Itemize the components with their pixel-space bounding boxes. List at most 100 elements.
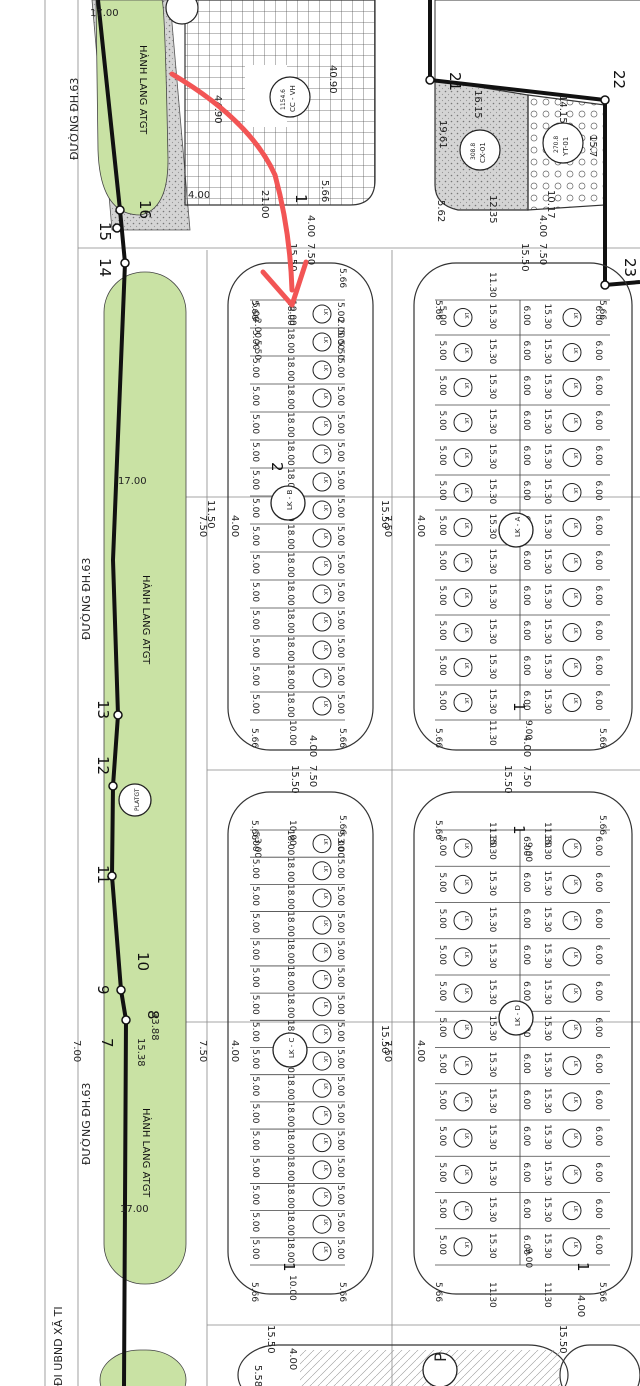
lka-wr-0: 6.00	[593, 306, 603, 326]
lka-lotr-0	[562, 308, 582, 327]
lkb-w-7: 5.00	[250, 498, 260, 518]
lka-lotr-8	[562, 588, 582, 607]
dim-2-00-b: 2.00	[335, 318, 345, 338]
dim-4-00-c: 4.00	[307, 735, 318, 757]
lkd-wr-2: 6.00	[593, 909, 603, 929]
lkc-w-6: 5.00	[250, 995, 260, 1015]
lka-lotl-7-code: LK	[463, 558, 469, 565]
lkb-w-4: 5.00	[250, 414, 260, 434]
lka-lotl-3	[453, 413, 473, 432]
lkd-lotl-10-code: LK	[463, 1206, 469, 1213]
lkb-wr-10: 5.00	[335, 582, 345, 602]
lka-lotr-2	[562, 378, 582, 397]
lkd-dr-6: 15.30	[542, 1052, 552, 1078]
lka-wl-6: 5.00	[437, 516, 447, 536]
lkb-w-12: 5.00	[250, 638, 260, 658]
lkd-dl-6: 15.30	[487, 1052, 497, 1078]
lka-wr-4: 6.00	[593, 446, 603, 466]
lkd-wm-10: 6.00	[521, 1199, 531, 1219]
lkc-d-4: 18.00	[285, 938, 295, 964]
lka-lotr-11-code: LK	[572, 698, 578, 705]
lka-dr-3: 15.30	[542, 409, 552, 435]
lkb-lot-1-code: LK	[322, 337, 328, 344]
corner-5-66-6: 5.66	[433, 728, 443, 748]
dim-14-15: 14.15	[557, 95, 568, 124]
lkb-d-4: 18.00	[285, 412, 295, 438]
lka-dr-9: 15.30	[542, 619, 552, 645]
lkd-dr-4: 15.30	[542, 979, 552, 1005]
lkb-w-3: 5.00	[250, 386, 260, 406]
lkd-lotr-8-code: LK	[572, 1133, 578, 1140]
lkd-wr-1: 6.00	[593, 872, 603, 892]
lkc-lot-1-code: LK	[322, 866, 328, 873]
dim-10-00-d: 10.00	[287, 1275, 297, 1301]
corner-5-66-7: 5.66	[597, 728, 607, 748]
lkb-lot-8	[312, 528, 332, 548]
lkc-wr-15: 5.00	[335, 1239, 345, 1259]
lkc-wr-10: 5.00	[335, 1103, 345, 1123]
dim-7-50-a: 7.50	[197, 515, 208, 537]
plot-yt-code: YT-01	[562, 137, 570, 157]
lkb-lot-0	[312, 304, 332, 324]
lka-dl-2: 15.30	[487, 374, 497, 400]
lka-lotl-10-code: LK	[463, 663, 469, 670]
dim-top-5-66: 5.66	[319, 180, 330, 202]
corner-5-66-1: 5.66	[337, 268, 347, 288]
lkb-lot-0-code: LK	[322, 309, 328, 316]
lkc-wr-2: 5.00	[335, 886, 345, 906]
lkc-wr-8: 5.00	[335, 1049, 345, 1069]
lkd-lotr-3	[562, 947, 582, 967]
corner-5-66-2: 5.66	[249, 728, 259, 748]
lkd-wl-10: 5.00	[437, 1199, 447, 1219]
lka-wm-1: 6.00	[521, 341, 531, 361]
lka-dr-2: 15.30	[542, 374, 552, 400]
point-11: 11	[94, 865, 112, 884]
lkd-dl-0: 15.30	[487, 834, 497, 860]
lka-lotl-1	[453, 343, 473, 362]
lka-lotr-7	[562, 553, 582, 572]
lkc-wr-4: 5.00	[335, 940, 345, 960]
lkd-wl-7: 5.00	[437, 1090, 447, 1110]
dim-11-30-e: 11.30	[487, 1282, 497, 1308]
lkd-lotl-2	[453, 911, 473, 931]
red-arrow-annotation	[169, 71, 309, 308]
lkb-lot-9	[312, 556, 332, 576]
lkd-wl-6: 5.00	[437, 1054, 447, 1074]
lka-wl-8: 5.00	[437, 586, 447, 606]
lka-lotl-5-code: LK	[463, 488, 469, 495]
lkd-dl-3: 15.30	[487, 943, 497, 969]
lka-lotl-0	[453, 308, 473, 327]
lkd-dl-4: 15.30	[487, 979, 497, 1005]
lkd-lotl-4	[453, 983, 473, 1003]
lkd-wl-0: 5.00	[437, 836, 447, 856]
lka-lotl-2	[453, 378, 473, 397]
lkd-dl-7: 15.30	[487, 1088, 497, 1114]
lka-wr-1: 6.00	[593, 341, 603, 361]
lkd-lotr-0-code: LK	[572, 843, 578, 850]
dim-16-15: 16.15	[472, 90, 483, 119]
plot-cx-yt	[434, 0, 640, 211]
lkc-d-14: 18.00	[285, 1210, 295, 1236]
dim-4-00-d: 4.00	[521, 735, 532, 757]
dim-9-00-b: 9.00	[523, 842, 533, 862]
lkd-lotr-9-code: LK	[572, 1169, 578, 1176]
lkd-lotr-9	[562, 1164, 582, 1184]
lkb-w-2: 5.00	[250, 358, 260, 378]
dim-7-50-b: 7.50	[382, 515, 393, 537]
lkc-w-3: 5.00	[250, 913, 260, 933]
lkd-lotr-4-code: LK	[572, 988, 578, 995]
dim-11-30-f: 11.30	[542, 1282, 552, 1308]
lkd-dl-5: 15.30	[487, 1015, 497, 1041]
lkd-lotr-5	[562, 1019, 582, 1039]
lkc-lot-7	[312, 1024, 332, 1044]
lka-lotl-0-code: LK	[463, 313, 469, 320]
lkb-d-5: 18.00	[285, 440, 295, 466]
lkb-wr-5: 5.00	[335, 442, 345, 462]
lka-lotr-7-code: LK	[572, 558, 578, 565]
lkb-lot-3	[312, 388, 332, 408]
lkc-lot-13-code: LK	[322, 1192, 328, 1199]
dim-4-00-b: 4.00	[415, 515, 426, 537]
dim-11-30-d: 11.30	[542, 822, 552, 848]
lkd-wr-7: 6.00	[593, 1090, 603, 1110]
lkd-wl-2: 5.00	[437, 909, 447, 929]
